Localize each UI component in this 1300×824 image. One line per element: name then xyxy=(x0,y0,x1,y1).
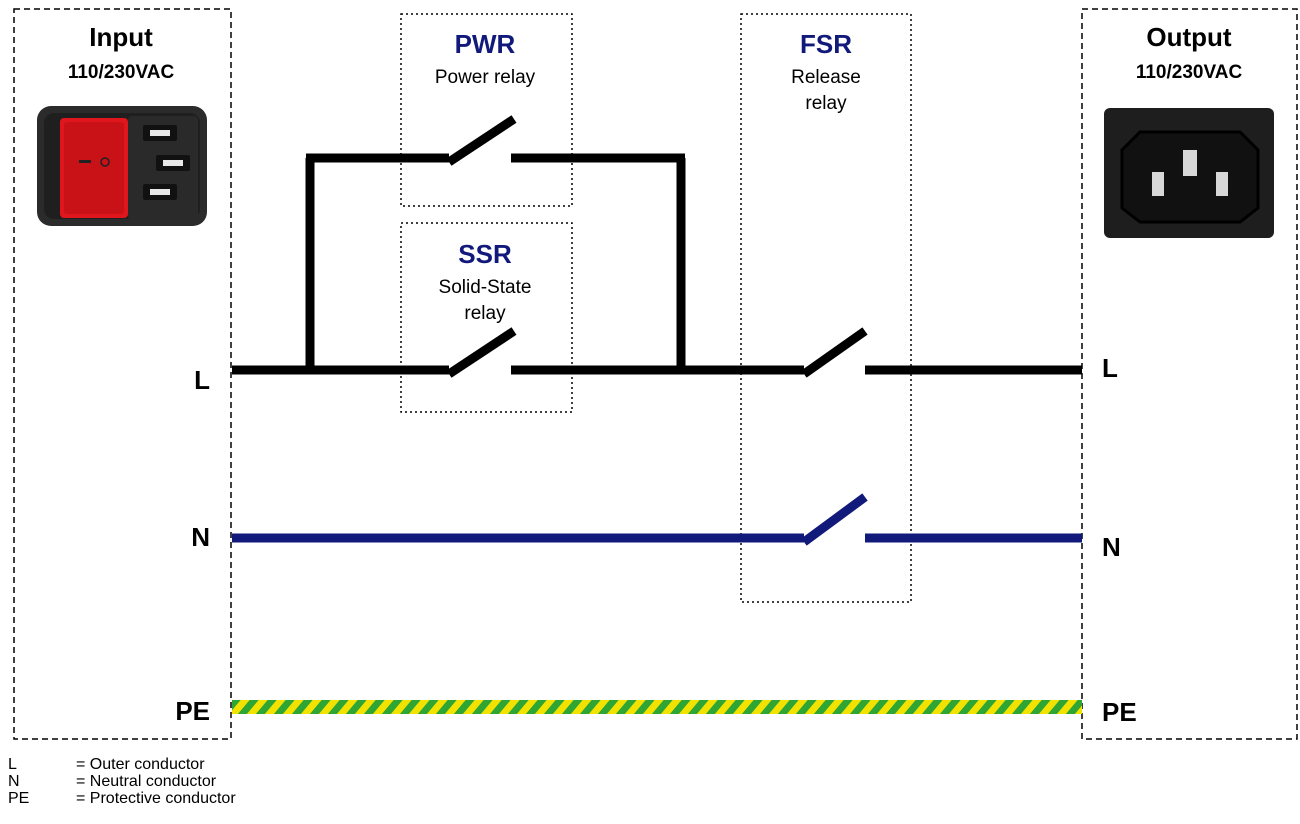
legend-row-pe: PE = Protective conductor xyxy=(8,790,236,807)
n-label-output: N xyxy=(1102,532,1121,562)
pe-label-output: PE xyxy=(1102,697,1137,727)
ssr-desc-line2: relay xyxy=(464,303,506,324)
iec-c13-outlet-icon xyxy=(1104,108,1274,238)
pwr-relay-box xyxy=(400,13,573,207)
legend-desc: = Outer conductor xyxy=(76,756,205,773)
fsr-desc-line2: relay xyxy=(805,93,847,114)
n-label-input: N xyxy=(191,522,210,552)
legend-key: N xyxy=(8,773,20,790)
pwr-code: PWR xyxy=(455,29,516,59)
input-title: Input xyxy=(89,22,153,52)
ssr-relay-box xyxy=(400,222,573,413)
output-voltage: 110/230VAC xyxy=(1136,62,1243,83)
ssr-code: SSR xyxy=(458,239,512,269)
pe-label-input: PE xyxy=(175,696,210,726)
fsr-desc-line1: Release xyxy=(791,67,861,88)
pwr-desc: Power relay xyxy=(435,67,536,88)
fsr-relay-box xyxy=(740,13,912,603)
legend: L = Outer conductor N = Neutral conducto… xyxy=(8,756,236,807)
legend-desc: = Neutral conductor xyxy=(76,773,217,790)
l-label-input: L xyxy=(194,365,210,395)
protective-earth-conductor xyxy=(232,700,1082,714)
legend-desc: = Protective conductor xyxy=(76,790,236,807)
fsr-n-switch-contact xyxy=(801,493,868,546)
legend-key: L xyxy=(8,756,17,773)
pwr-switch-contact xyxy=(446,115,517,166)
line-conductor xyxy=(232,153,1082,375)
fsr-l-switch-contact xyxy=(801,327,868,378)
ssr-desc-line1: Solid-State xyxy=(439,277,532,298)
legend-key: PE xyxy=(8,790,30,807)
legend-row-l: L = Outer conductor xyxy=(8,756,236,773)
input-box xyxy=(13,8,232,740)
iec-inlet-with-switch-icon xyxy=(37,106,207,226)
legend-row-n: N = Neutral conductor xyxy=(8,773,236,790)
output-title: Output xyxy=(1146,22,1232,52)
input-voltage: 110/230VAC xyxy=(68,62,175,83)
ssr-switch-contact xyxy=(446,327,517,378)
fsr-code: FSR xyxy=(800,29,852,59)
l-label-output: L xyxy=(1102,353,1118,383)
